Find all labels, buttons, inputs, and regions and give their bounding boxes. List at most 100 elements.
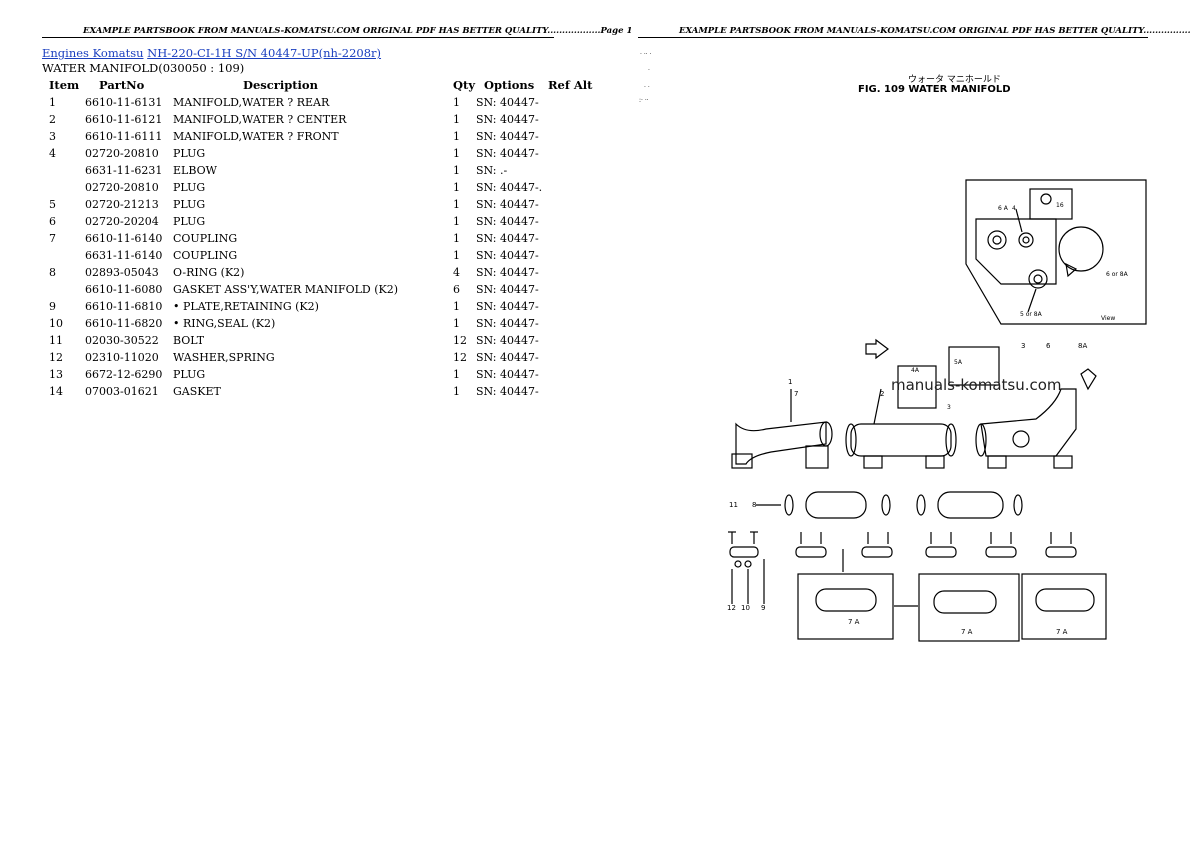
column-header-partno: PartNo	[99, 78, 145, 92]
cell-partno: 6610-11-6080	[85, 283, 163, 296]
cell-ref-alt	[548, 111, 608, 128]
cell-ref-alt	[548, 281, 608, 298]
callout-label: View	[1101, 315, 1115, 322]
cell-qty: 1	[453, 215, 460, 228]
svg-text:· ·: · ·	[644, 84, 650, 91]
cell-options: SN: 40447-	[476, 198, 539, 211]
cell-description: MANIFOLD,WATER ? CENTER	[173, 113, 347, 126]
callout-label: 10	[741, 604, 750, 612]
cell-options: SN: 40447-	[476, 317, 539, 330]
direction-arrow	[865, 338, 889, 360]
cell-ref-alt	[548, 128, 608, 145]
cell-options: SN: 40447-	[476, 147, 539, 160]
cell-options: SN: .-	[476, 164, 508, 177]
cell-ref-alt	[548, 230, 608, 247]
callout-label: 4A	[911, 367, 920, 374]
cell-qty: 1	[453, 181, 460, 194]
callout-label: 6 A	[998, 205, 1009, 212]
figure-title: FIG. 109 WATER MANIFOLD	[858, 84, 1011, 95]
callout-label: 7 A	[1056, 628, 1068, 636]
cell-partno: 07003-01621	[85, 385, 159, 398]
cell-ref-alt	[548, 247, 608, 264]
table-row: 6610-11-6080 GASKET ASS'Y,WATER MANIFOLD …	[42, 281, 608, 298]
cell-partno: 02030-30522	[85, 334, 159, 347]
cell-item: 5	[49, 198, 56, 211]
alt-coupling-box-2	[918, 573, 1020, 642]
callout-label: 16	[1056, 202, 1064, 209]
breadcrumb-link-engines[interactable]: Engines Komatsu	[42, 46, 144, 60]
cell-qty: 1	[453, 147, 460, 160]
cell-partno: 02720-20810	[85, 147, 159, 160]
cell-ref-alt	[548, 366, 608, 383]
cell-item: 2	[49, 113, 56, 126]
cell-description: ELBOW	[173, 164, 217, 177]
cell-options: SN: 40447-	[476, 334, 539, 347]
callout-label: 5A	[954, 359, 963, 366]
cell-description: GASKET ASS'Y,WATER MANIFOLD (K2)	[173, 283, 399, 296]
cell-options: SN: 40447-	[476, 96, 539, 109]
exploded-parts-diagram: · ·· · · · · :· ··	[639, 51, 1147, 642]
header-rule-right	[638, 37, 1148, 38]
cell-item: 9	[49, 300, 56, 313]
cell-options: SN: 40447-	[476, 385, 539, 398]
cell-qty: 1	[453, 113, 460, 126]
cell-partno: 6610-11-6810	[85, 300, 163, 313]
cell-ref-alt	[548, 213, 608, 230]
cell-partno: 6610-11-6140	[85, 232, 163, 245]
cell-ref-alt	[548, 332, 608, 349]
cell-qty: 12	[453, 334, 467, 347]
detail-box-5a	[948, 346, 1000, 386]
cell-qty: 1	[453, 317, 460, 330]
cell-qty: 1	[453, 164, 460, 177]
cell-options: SN: 40447-	[476, 215, 539, 228]
svg-text::· ··: :· ··	[639, 97, 649, 104]
cell-options: SN: 40447-	[476, 249, 539, 262]
callout-label: 7 A	[848, 618, 860, 626]
cell-item: 14	[49, 385, 63, 398]
table-header-row: Item PartNo Description Qty Options Ref …	[42, 77, 608, 94]
alt-coupling-box-3	[1021, 573, 1107, 640]
rear-manifold	[735, 421, 827, 465]
cell-description: COUPLING	[173, 249, 238, 262]
breadcrumb-link-model[interactable]: NH-220-CI-1H S/N 40447-UP(nh-2208r)	[147, 46, 382, 60]
cell-item	[42, 281, 85, 298]
cell-partno: 6610-11-6131	[85, 96, 163, 109]
section-title: WATER MANIFOLD(030050 : 109)	[42, 61, 245, 75]
cell-description: WASHER,SPRING	[173, 351, 275, 364]
cell-item: 6	[49, 215, 56, 228]
cell-partno: 6610-11-6121	[85, 113, 163, 126]
cell-qty: 12	[453, 351, 467, 364]
callout-label: 3	[1021, 342, 1025, 350]
coupling-2	[937, 491, 1004, 519]
cell-options: SN: 40447-	[476, 232, 539, 245]
cell-options: SN: 40447-	[476, 351, 539, 364]
fasteners-row	[728, 531, 1077, 604]
callout-label: 7	[794, 390, 798, 398]
cell-ref-alt	[548, 94, 608, 111]
cell-description: PLUG	[173, 198, 206, 211]
cell-qty: 1	[453, 96, 460, 109]
cell-item: 12	[49, 351, 63, 364]
cell-partno: 6610-11-6820	[85, 317, 163, 330]
callout-label: 12	[727, 604, 736, 612]
callout-label: 11	[729, 501, 738, 509]
svg-text:·: ·	[648, 67, 650, 74]
column-header-description: Description	[243, 78, 318, 92]
coupling-1	[805, 491, 867, 519]
inset-view-box	[965, 179, 1147, 325]
cell-item	[42, 247, 85, 264]
cell-item: 10	[49, 317, 63, 330]
cell-qty: 1	[453, 385, 460, 398]
cell-partno: 6610-11-6111	[85, 130, 163, 143]
column-header-options: Options	[484, 78, 535, 92]
column-header-qty: Qty	[453, 78, 476, 92]
cell-partno: 02720-20810	[85, 181, 159, 194]
cell-qty: 6	[453, 283, 460, 296]
